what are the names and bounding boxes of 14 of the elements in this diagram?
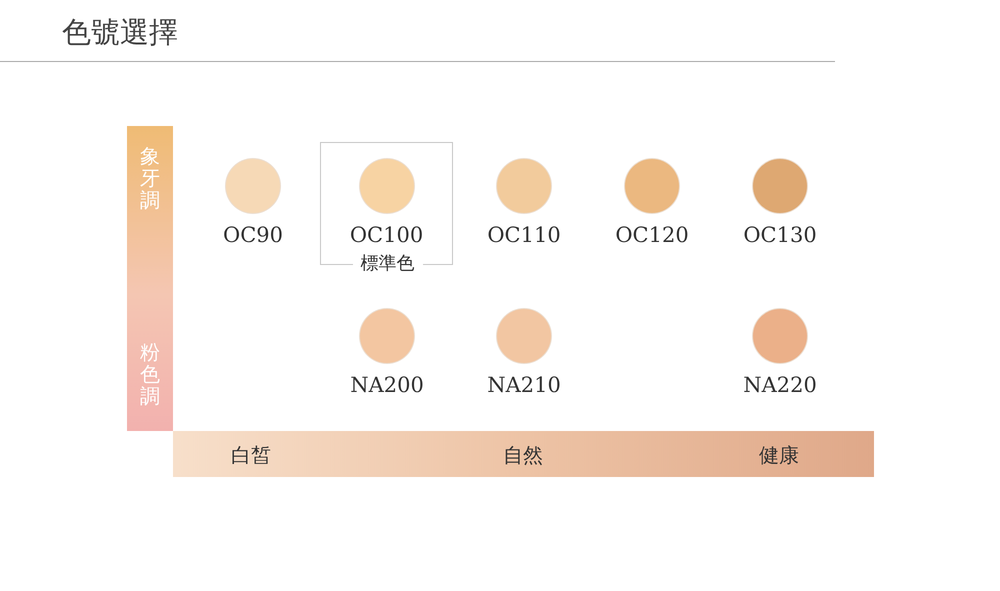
brightness-label: 健康 bbox=[758, 442, 800, 468]
shade-code: NA210 bbox=[486, 372, 562, 398]
shade-code: OC130 bbox=[742, 222, 818, 248]
shade-code: NA200 bbox=[349, 372, 425, 398]
tone-label: 粉色調 bbox=[139, 341, 161, 407]
shade-code: OC90 bbox=[222, 222, 284, 248]
brightness-label: 白皙 bbox=[230, 442, 272, 468]
tone-label: 象牙調 bbox=[139, 145, 161, 211]
shade-code: OC120 bbox=[614, 222, 690, 248]
brightness-label: 自然 bbox=[502, 442, 544, 468]
shade-code: OC110 bbox=[486, 222, 562, 248]
page-title: 色號選擇 bbox=[62, 14, 178, 51]
shade-code: NA220 bbox=[742, 372, 818, 398]
shade-code: OC100 bbox=[348, 222, 424, 248]
